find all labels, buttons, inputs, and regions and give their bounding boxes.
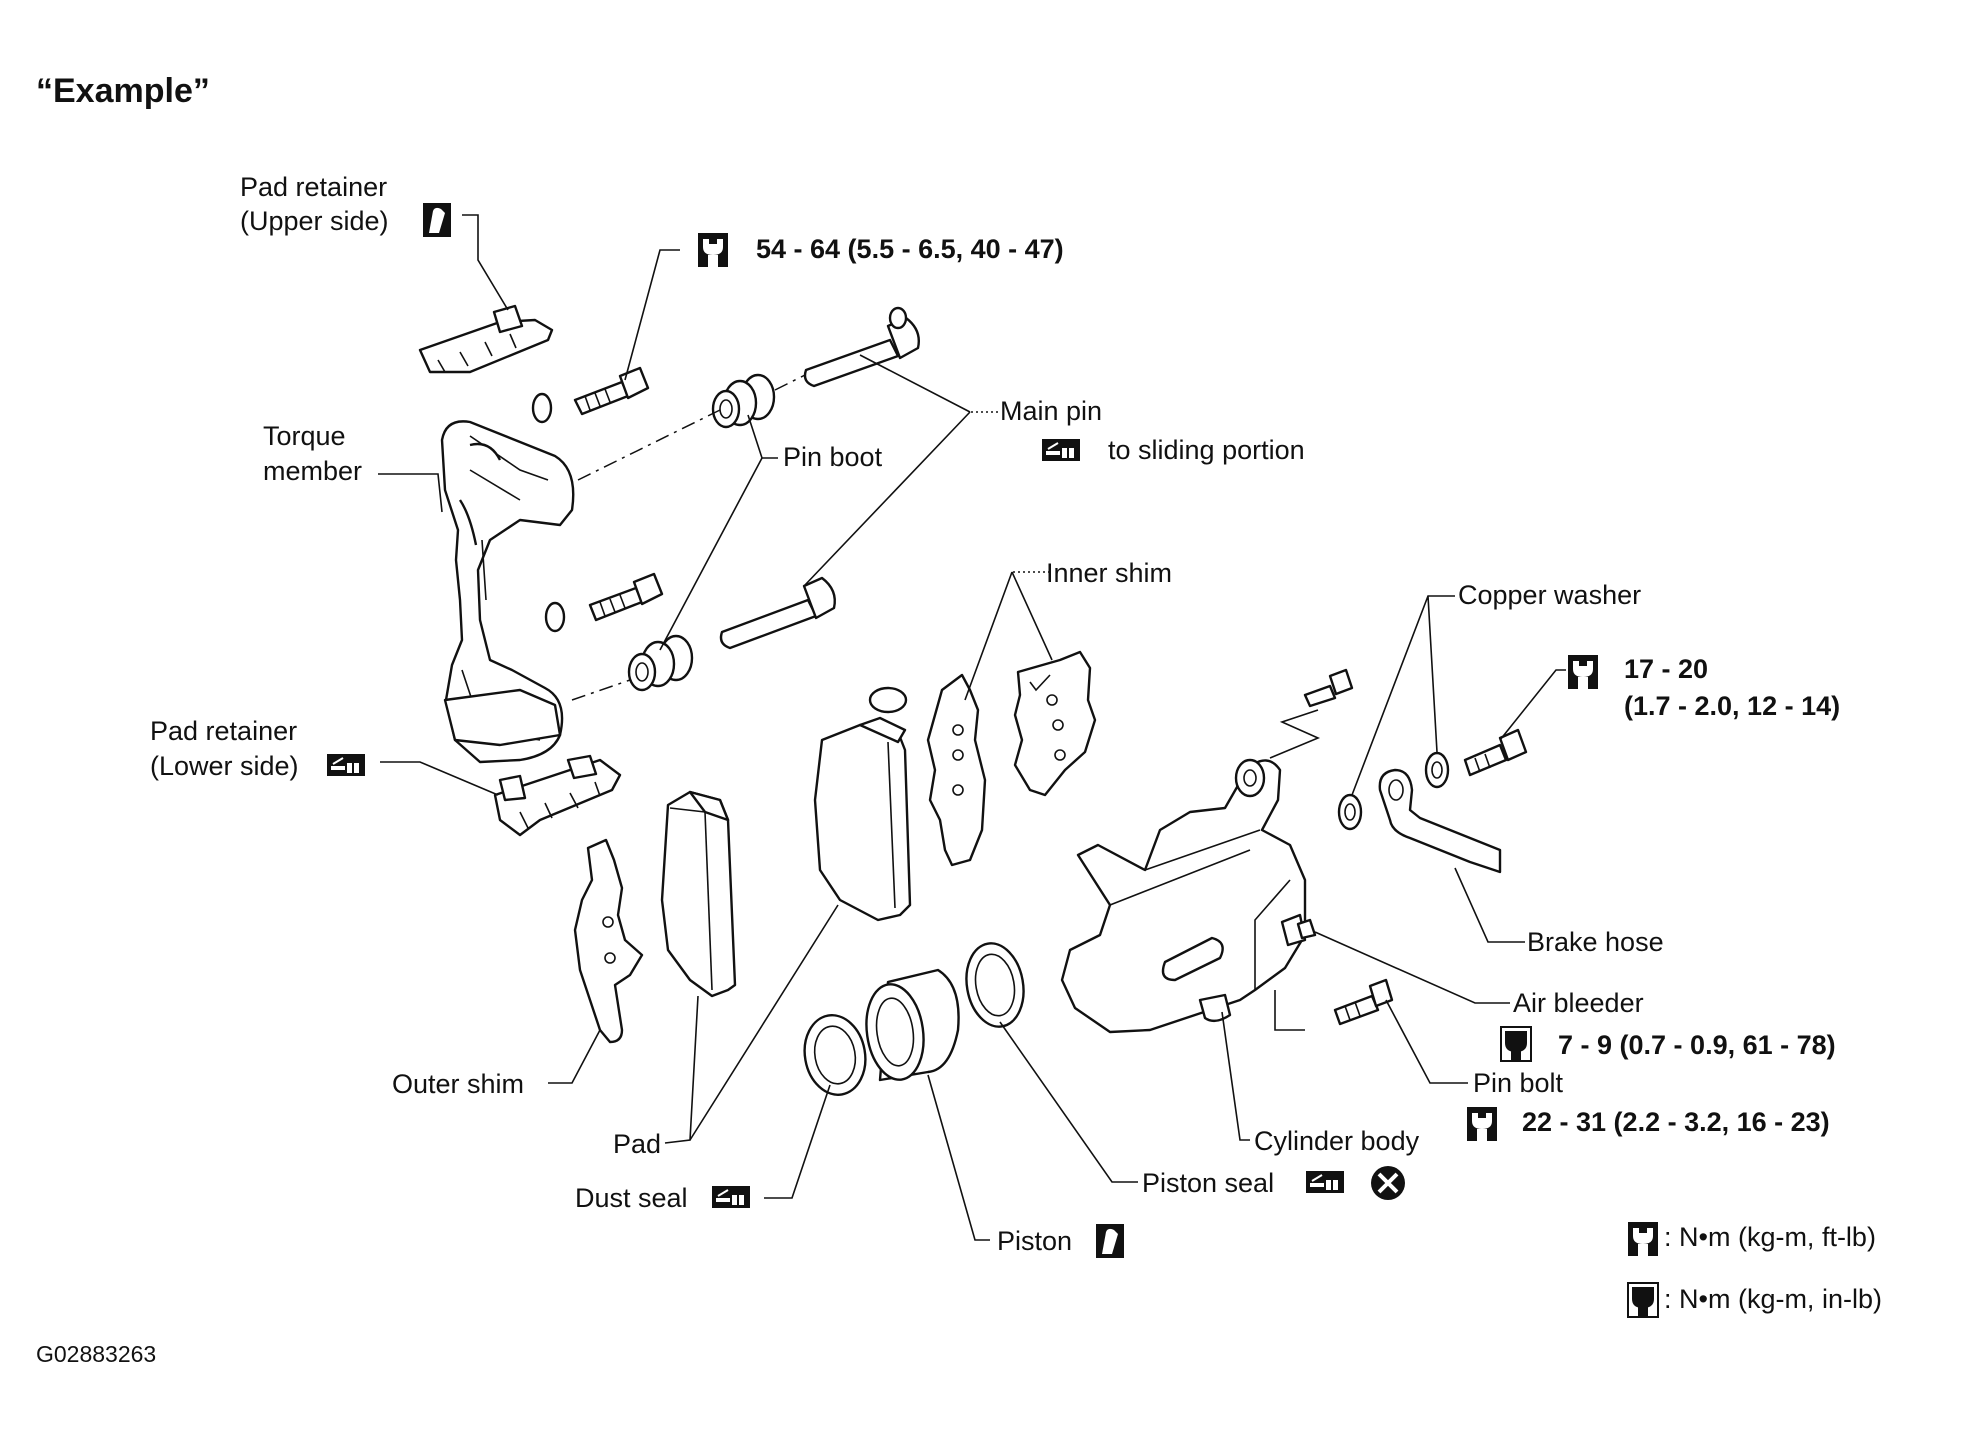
label-inner-shim: Inner shim [1046,558,1172,588]
leader-zigzag [1274,990,1305,1031]
upper-main-pin-part [803,306,920,388]
piston-seal-part [965,942,1025,1028]
lower-main-pin-part [719,576,836,650]
label-piston: Piston [997,1226,1072,1256]
legend-in-lb: : N•m (kg-m, in-lb) [1664,1284,1882,1314]
label-pad-retainer-upper-side: (Upper side) [240,206,389,236]
torque-spec-pin-bolt: 22 - 31 (2.2 - 3.2, 16 - 23) [1522,1107,1830,1137]
label-main-pin-note: to sliding portion [1108,435,1305,465]
upper-pin-boot-part [711,373,776,429]
label-torque-member-2: member [263,456,362,486]
upper-washer-part [531,392,553,424]
diagram-title: “Example” [36,72,210,110]
torque-wrench-icon [1467,1107,1497,1141]
alignment-line [774,374,806,391]
caliper-top-bolt-part [1303,668,1354,708]
leader-zigzag [1269,709,1321,759]
label-brake-hose: Brake hose [1527,927,1664,957]
label-pad-retainer-lower-side: (Lower side) [150,751,299,781]
inner-pad-part [813,686,912,922]
upper-bolt-part [573,366,650,416]
piston-part [865,968,960,1082]
torque-spec-hose-2: (1.7 - 2.0, 12 - 14) [1624,691,1840,721]
replace-x-icon [1371,1166,1405,1200]
label-pad: Pad [613,1129,661,1159]
torque-spec-air-bleeder: 7 - 9 (0.7 - 0.9, 61 - 78) [1558,1030,1836,1060]
label-pin-boot: Pin boot [783,442,883,472]
label-air-bleeder: Air bleeder [1513,988,1644,1018]
label-copper-washer: Copper washer [1458,580,1641,610]
alignment-line [577,409,721,481]
rubber-grease-icon [1096,1224,1124,1258]
label-piston-seal: Piston seal [1142,1168,1274,1198]
outer-shim-part [573,838,644,1044]
torque-spec-hose-1: 17 - 20 [1624,654,1708,684]
label-main-pin: Main pin [1000,396,1102,426]
legend-ft-lb: : N•m (kg-m, ft-lb) [1664,1222,1876,1252]
outer-pad-part [660,790,737,998]
torque-wrench-filled-icon [1500,1026,1532,1062]
torque-spec-upper-bolt: 54 - 64 (5.5 - 6.5, 40 - 47) [756,234,1064,264]
inner-shim-left-part [926,673,987,867]
grease-icon [1041,438,1081,462]
label-cylinder-body: Cylinder body [1254,1126,1420,1156]
rubber-grease-icon [423,203,451,237]
label-pad-retainer-upper: Pad retainer [240,172,387,202]
inner-shim-right-part [1013,650,1097,797]
grease-icon [1305,1170,1345,1194]
figure-code: G02883263 [36,1341,156,1367]
torque-wrench-icon [1628,1222,1658,1256]
label-torque-member: Torque [263,421,346,451]
dust-seal-part [803,1014,867,1096]
label-pin-bolt: Pin bolt [1473,1068,1564,1098]
union-bolt-part [1463,728,1528,777]
torque-wrench-icon [698,233,728,267]
torque-wrench-icon [1568,655,1598,689]
torque-member-part [440,420,575,764]
lower-pin-boot-part [627,634,694,692]
alignment-line [571,679,631,701]
leader-lines [378,214,1566,1241]
brake-hose-part [1378,768,1502,874]
grease-icon [711,1185,751,1209]
pad-retainer-upper-part [418,304,554,374]
copper-washer-part [1424,751,1450,789]
pad-retainer-lower-part [493,754,622,837]
label-dust-seal: Dust seal [575,1183,688,1213]
lower-washer-part [544,601,566,633]
torque-wrench-filled-icon [1627,1282,1659,1318]
label-outer-shim: Outer shim [392,1069,524,1099]
grease-icon [326,753,366,777]
cylinder-body-part [1060,758,1317,1034]
lower-bolt-part [588,572,664,622]
label-pad-retainer-lower: Pad retainer [150,716,297,746]
pin-bolt-part [1333,978,1394,1026]
copper-washer-part [1337,793,1363,831]
